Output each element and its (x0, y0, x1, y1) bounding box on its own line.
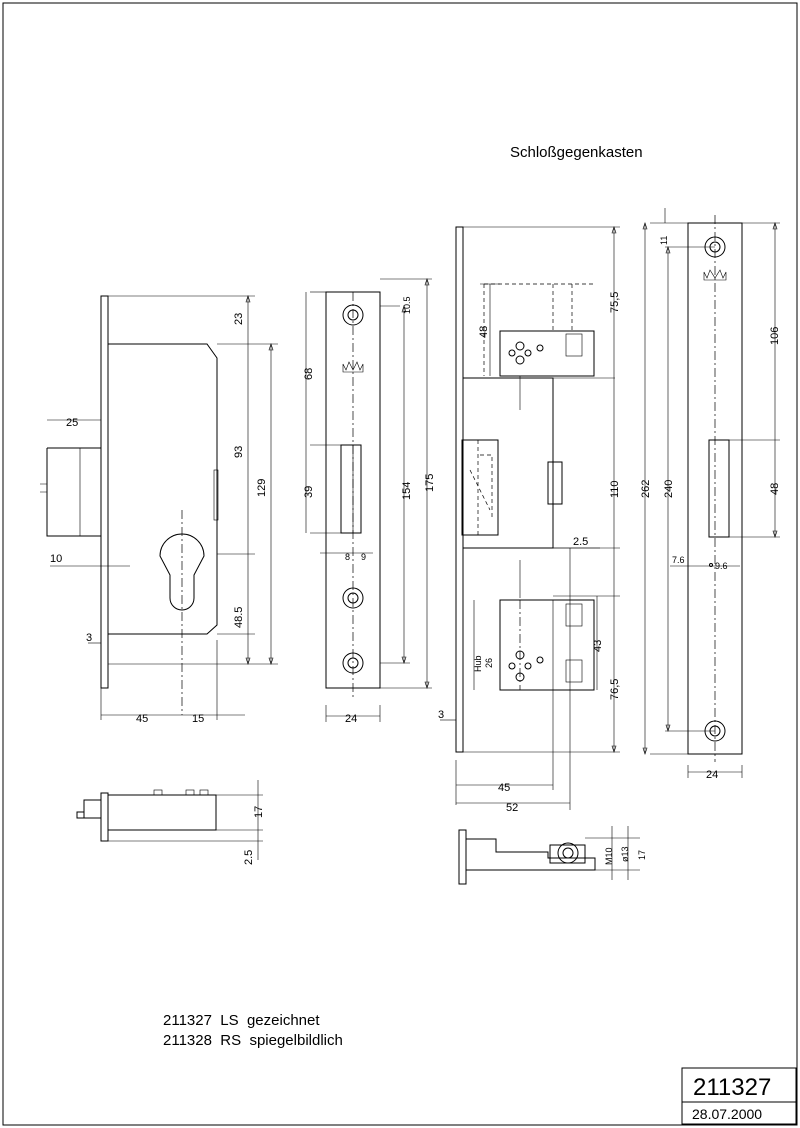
dim-10: 10 (50, 553, 62, 565)
cylinder-cutout (159, 533, 205, 611)
dim-48: 48 (478, 326, 490, 338)
dim-25: 25 (66, 417, 78, 429)
strike-box-body (463, 377, 554, 549)
strike-latch-opening (708, 439, 730, 538)
note-line-2: 211328 RS spiegelbildlich (163, 1032, 343, 1049)
strike-top-outline (466, 838, 596, 871)
label-hub: Hub (473, 655, 483, 672)
dim-75-5: 75,5 (609, 292, 621, 313)
dim-175: 175 (424, 474, 436, 492)
dim-17: 17 (637, 850, 647, 860)
dim-68: 68 (303, 368, 315, 380)
strike-screw-hole (557, 842, 579, 864)
upper-bracket (499, 330, 595, 377)
note-line-1: 211327 LS gezeichnet (163, 1012, 320, 1029)
dim-2-5: 2.5 (573, 536, 588, 548)
screw-hole-bottom (342, 652, 364, 674)
dim-106: 106 (769, 327, 781, 345)
dim-39: 39 (303, 486, 315, 498)
dim-15: 15 (192, 713, 204, 725)
lock-body-front-view: 23 93 129 48.5 25 10 3 45 15 (40, 295, 278, 725)
dim-9: 9 (361, 552, 366, 562)
dim-52: 52 (506, 802, 518, 814)
dim-3: 3 (86, 632, 92, 644)
dim-26: 26 (484, 658, 494, 668)
dim-9-6: 9.6 (715, 561, 728, 571)
crown-logo-icon (703, 269, 727, 281)
dim-93: 93 (233, 446, 245, 458)
strike-faceplate (455, 226, 464, 753)
dim-24: 24 (706, 769, 718, 781)
dim-10-5: 10.5 (402, 296, 412, 314)
drawing-date: 28.07.2000 (692, 1106, 762, 1122)
dim-24: 24 (345, 713, 357, 725)
dim-17: 17 (253, 806, 265, 818)
drawing-number: 211327 (693, 1074, 771, 1101)
dim-48: 48 (769, 483, 781, 495)
dim-154: 154 (401, 482, 413, 500)
dim-129: 129 (256, 479, 268, 497)
dim-2-5: 2.5 (243, 850, 255, 865)
dim-45: 45 (136, 713, 148, 725)
dim-76-5: 76,5 (609, 679, 621, 700)
crown-logo-icon (342, 361, 364, 373)
title-block: 211327 28.07.2000 (681, 1067, 797, 1125)
dim-23: 23 (233, 313, 245, 325)
lower-bracket (499, 599, 595, 691)
dim-3: 3 (438, 709, 444, 721)
dim-262: 262 (640, 480, 652, 498)
dim-7-6: 7.6 (672, 555, 685, 565)
dim-240: 240 (663, 480, 675, 498)
screw-hole-middle (342, 587, 364, 609)
dim-110: 110 (609, 480, 621, 498)
dimension-arrows (245, 222, 778, 755)
dim-m10: M10 (604, 847, 614, 865)
dim-11: 11 (659, 236, 669, 245)
drawing-title: Schloßgegenkasten (510, 144, 643, 161)
latch-top (83, 799, 102, 819)
lock-faceplate (100, 295, 109, 689)
dim-43: 43 (592, 640, 604, 652)
strike-box-front-view: 75,5 48 110 2.5 43 76,5 Hub 26 3 45 52 (438, 226, 621, 814)
strike-plate-view: 11 106 262 240 48 7.6 9.6 24 (640, 208, 781, 781)
dim-45: 45 (498, 782, 510, 794)
lock-case-outline (108, 343, 218, 635)
latch-bolt (46, 447, 101, 537)
lock-faceplate-view: 10.5 68 39 8 9 154 175 24 (303, 278, 436, 725)
dim-o13: ø13 (620, 846, 630, 862)
latch-opening-strike (461, 439, 499, 536)
latch-opening (340, 444, 362, 534)
lock-case-top (107, 794, 217, 831)
screw-hole-top (342, 304, 364, 326)
lock-top-view: 17 2.5 (76, 780, 265, 865)
dim-8: 8 (345, 552, 350, 562)
dim-48-5: 48.5 (233, 607, 245, 628)
strike-box-top-view: M10 ø13 17 (458, 826, 647, 885)
